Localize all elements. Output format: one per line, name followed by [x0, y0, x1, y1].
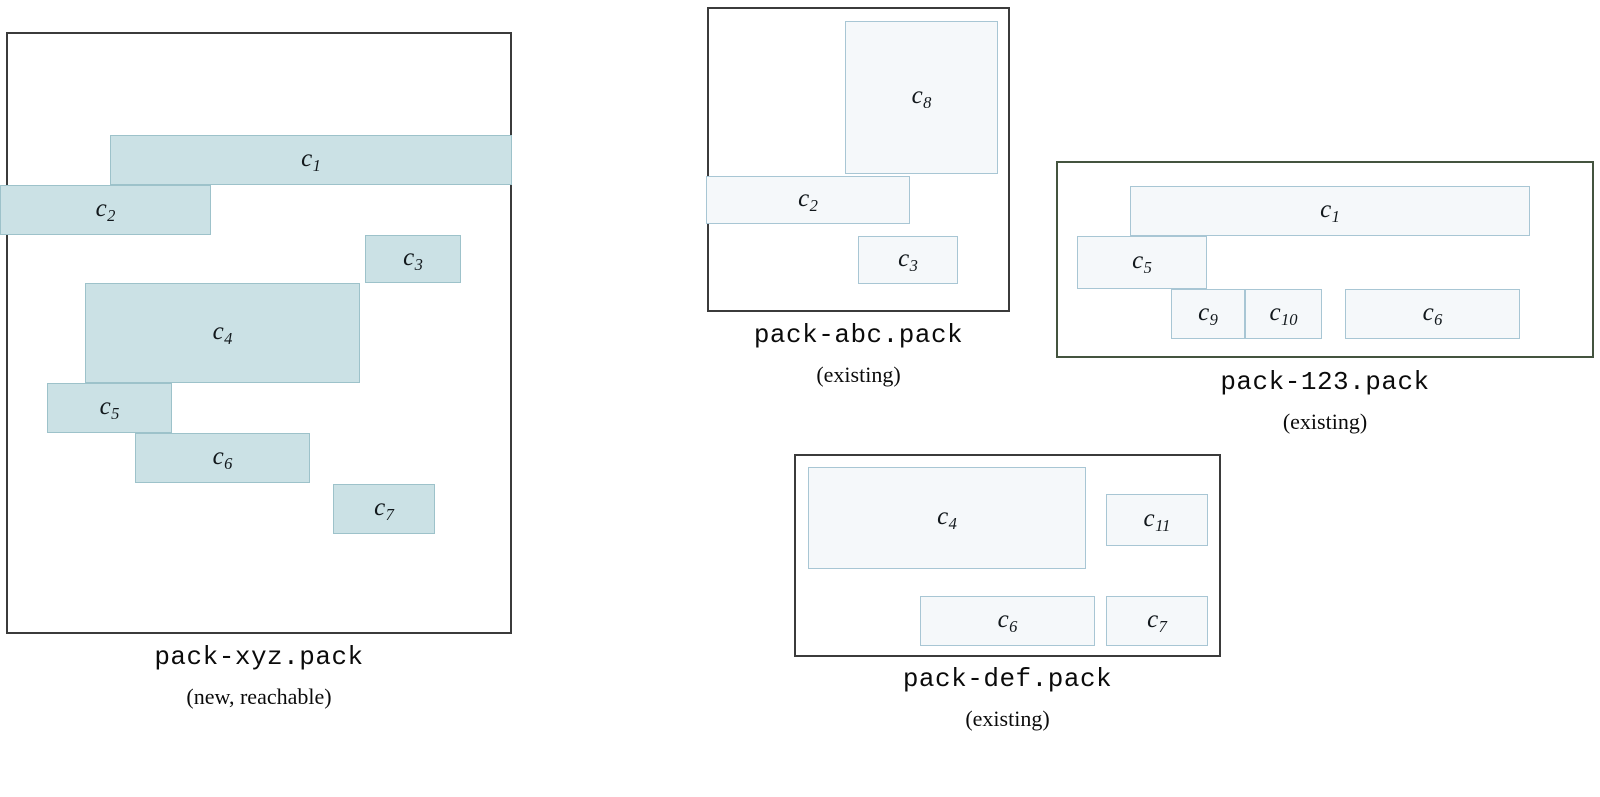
- chunk-pack-123-c5: c5: [1077, 236, 1207, 289]
- chunk-label-subscript: 6: [1434, 309, 1443, 329]
- chunk-pack-abc-c2: c2: [706, 176, 910, 224]
- chunk-label-subscript: 3: [909, 255, 918, 275]
- chunk-label: c1: [301, 144, 321, 175]
- chunk-label: c9: [1198, 298, 1218, 329]
- chunk-label-subscript: 9: [1209, 309, 1218, 329]
- chunk-pack-abc-c3: c3: [858, 236, 958, 284]
- chunk-label-subscript: 1: [312, 155, 321, 175]
- chunk-label-subscript: 5: [111, 403, 120, 423]
- chunk-label: c6: [1422, 298, 1443, 329]
- pack-filename: pack-123.pack: [1220, 367, 1430, 397]
- chunk-label: c6: [997, 605, 1018, 636]
- chunk-label: c8: [911, 82, 932, 113]
- pack-status: (existing): [816, 361, 901, 387]
- chunk-pack-def-c4: c4: [808, 467, 1086, 569]
- chunk-label-subscript: 2: [107, 205, 116, 225]
- chunk-label: c5: [1132, 247, 1152, 278]
- chunk-label-subscript: 5: [1143, 258, 1152, 278]
- chunk-pack-123-c6: c6: [1345, 289, 1520, 339]
- chunk-label: c4: [937, 502, 957, 533]
- chunk-label: c6: [212, 442, 233, 473]
- chunk-pack-xyz-c6: c6: [135, 433, 310, 483]
- chunk-label: c4: [212, 317, 233, 348]
- pack-status: (existing): [1282, 408, 1368, 434]
- chunk-label-subscript: 1: [1331, 206, 1340, 226]
- chunk-pack-xyz-c1: c1: [110, 135, 512, 185]
- chunk-label-subscript: 2: [809, 195, 818, 215]
- chunk-pack-123-c1: c1: [1130, 186, 1530, 236]
- pack-caption-pack-123: pack-123.pack (existing): [1056, 367, 1594, 434]
- chunk-label-subscript: 10: [1281, 309, 1298, 329]
- chunk-label-subscript: 6: [1009, 616, 1018, 636]
- pack-filename: pack-abc.pack: [753, 320, 964, 350]
- pack-filename: pack-def.pack: [902, 664, 1113, 694]
- pack-caption-pack-abc: pack-abc.pack (existing): [707, 320, 1010, 387]
- chunk-pack-xyz-c4: c4: [85, 283, 360, 383]
- chunk-label: c7: [374, 493, 394, 524]
- chunk-label-subscript: 7: [1158, 616, 1167, 636]
- chunk-pack-def-c11: c11: [1106, 494, 1208, 546]
- chunk-label-subscript: 6: [224, 453, 233, 473]
- pack-caption-pack-def: pack-def.pack (existing): [794, 664, 1221, 731]
- chunk-pack-abc-c8: c8: [845, 21, 998, 174]
- chunk-pack-xyz-c3: c3: [365, 235, 461, 283]
- chunk-label-subscript: 8: [923, 93, 932, 113]
- chunk-pack-xyz-c5: c5: [47, 383, 172, 433]
- chunk-label-subscript: 4: [948, 513, 957, 533]
- chunk-label: c1: [1320, 195, 1340, 226]
- pack-status: (existing): [965, 705, 1050, 731]
- pack-status: (new, reachable): [186, 683, 332, 709]
- chunk-label-subscript: 11: [1155, 515, 1171, 535]
- chunk-label-subscript: 3: [414, 254, 423, 274]
- chunk-pack-123-c9: c9: [1171, 289, 1245, 339]
- chunk-label: c2: [798, 184, 818, 215]
- chunk-label: c11: [1143, 504, 1171, 535]
- chunk-label-subscript: 7: [385, 504, 394, 524]
- pack-filename: pack-xyz.pack: [154, 642, 364, 672]
- chunk-pack-xyz-c2: c2: [0, 185, 211, 235]
- chunk-pack-def-c7: c7: [1106, 596, 1208, 646]
- chunk-pack-123-c10: c10: [1245, 289, 1322, 339]
- chunk-label: c7: [1147, 605, 1167, 636]
- pack-caption-pack-xyz: pack-xyz.pack (new, reachable): [6, 642, 512, 709]
- chunk-pack-xyz-c7: c7: [333, 484, 435, 534]
- chunk-label: c10: [1269, 298, 1298, 329]
- chunk-label: c3: [898, 244, 918, 275]
- chunk-label: c2: [95, 194, 116, 225]
- chunk-label-subscript: 4: [224, 328, 233, 348]
- chunk-label: c3: [403, 243, 423, 274]
- chunk-pack-def-c6: c6: [920, 596, 1095, 646]
- chunk-label: c5: [99, 392, 120, 423]
